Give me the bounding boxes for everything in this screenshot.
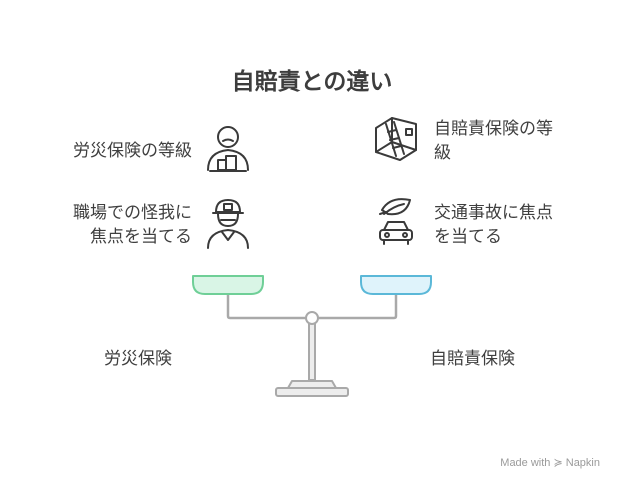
napkin-watermark[interactable]: Made with ≽ Napkin bbox=[500, 457, 600, 469]
scale-post bbox=[308, 321, 316, 381]
scale-base bbox=[275, 387, 349, 397]
scale-base-top bbox=[287, 380, 337, 389]
right-item-focus: 交通事故に焦点 を当てる bbox=[434, 201, 594, 249]
left-pan bbox=[192, 275, 264, 295]
person-at-desk-icon bbox=[207, 126, 249, 172]
scale-pivot bbox=[305, 311, 319, 325]
left-label: 労災保険 bbox=[104, 349, 172, 369]
right-item-focus-line1: 交通事故に焦点 bbox=[434, 203, 553, 223]
right-item-rank-line2: 級 bbox=[434, 143, 451, 163]
right-item-focus-line2: を当てる bbox=[434, 227, 502, 247]
right-pan bbox=[360, 275, 432, 295]
leaf-car-icon bbox=[379, 198, 413, 245]
page-title: 自賠責との違い bbox=[231, 69, 393, 95]
left-item-focus-line1: 職場での怪我に bbox=[73, 203, 192, 223]
left-item-rank: 労災保険の等級 bbox=[73, 141, 192, 161]
right-item-rank-line1: 自賠責保険の等 bbox=[434, 119, 553, 139]
right-label: 自賠責保険 bbox=[430, 349, 515, 369]
building-ladder-icon bbox=[375, 117, 417, 161]
left-item-focus-line2: 焦点を当てる bbox=[90, 227, 192, 247]
construction-worker-icon bbox=[207, 199, 249, 249]
right-item-rank: 自賠責保険の等 級 bbox=[434, 117, 594, 165]
left-item-focus: 職場での怪我に 焦点を当てる bbox=[40, 201, 192, 249]
